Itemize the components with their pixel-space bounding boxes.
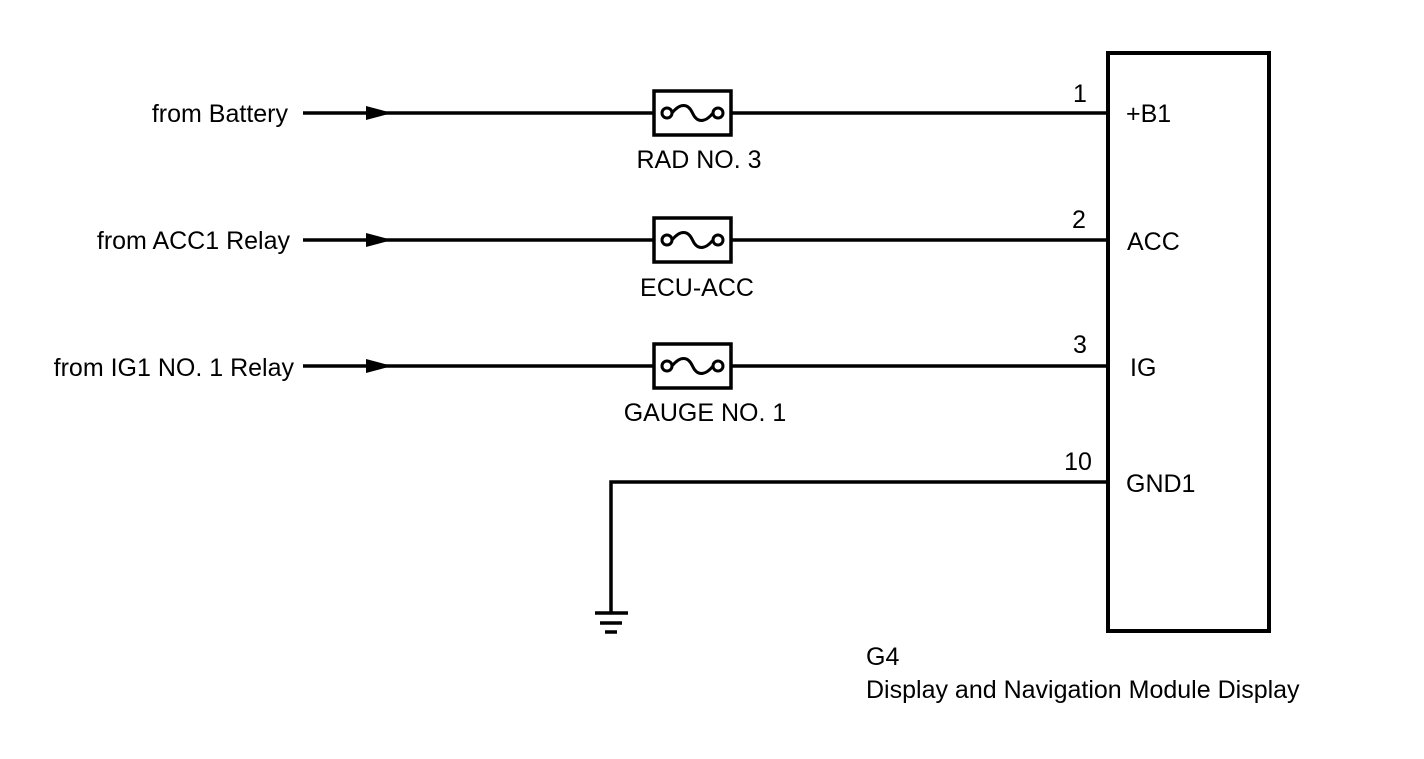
pin-number-ground: 10 — [1064, 448, 1092, 476]
pin-number-3: 3 — [1073, 331, 1087, 359]
circuit-row-2: from ACC1 Relay ECU-ACC 2 ACC — [97, 206, 1180, 302]
module-code: G4 — [866, 643, 899, 671]
terminal-label-2: ACC — [1127, 228, 1180, 256]
fuse-label-3: GAUGE NO. 1 — [624, 399, 787, 427]
source-label-3: from IG1 NO. 1 Relay — [54, 354, 295, 382]
pin-number-1: 1 — [1073, 80, 1087, 108]
fuse-label-1: RAD NO. 3 — [636, 146, 761, 174]
module-name: Display and Navigation Module Display — [866, 676, 1300, 704]
ground-wire — [609, 480, 1108, 612]
source-label-1: from Battery — [152, 100, 289, 128]
fuse-icon — [652, 342, 733, 390]
module-box — [1106, 51, 1271, 633]
circuit-row-1: from Battery RAD NO. 3 1 +B1 — [152, 80, 1171, 174]
arrow-icon — [366, 359, 392, 373]
fuse-label-2: ECU-ACC — [640, 274, 754, 302]
terminal-label-3: IG — [1130, 354, 1156, 382]
fuse-icon — [652, 216, 733, 264]
fuse-icon — [652, 89, 733, 137]
pin-number-2: 2 — [1072, 206, 1086, 234]
ground-icon — [595, 611, 628, 634]
source-label-2: from ACC1 Relay — [97, 227, 291, 255]
terminal-label-1: +B1 — [1126, 100, 1171, 128]
terminal-label-ground: GND1 — [1126, 470, 1195, 498]
arrow-icon — [366, 233, 392, 247]
circuit-row-3: from IG1 NO. 1 Relay GAUGE NO. 1 3 IG — [54, 331, 1157, 427]
arrow-icon — [366, 106, 392, 120]
ground-circuit: 10 GND1 — [595, 448, 1195, 634]
